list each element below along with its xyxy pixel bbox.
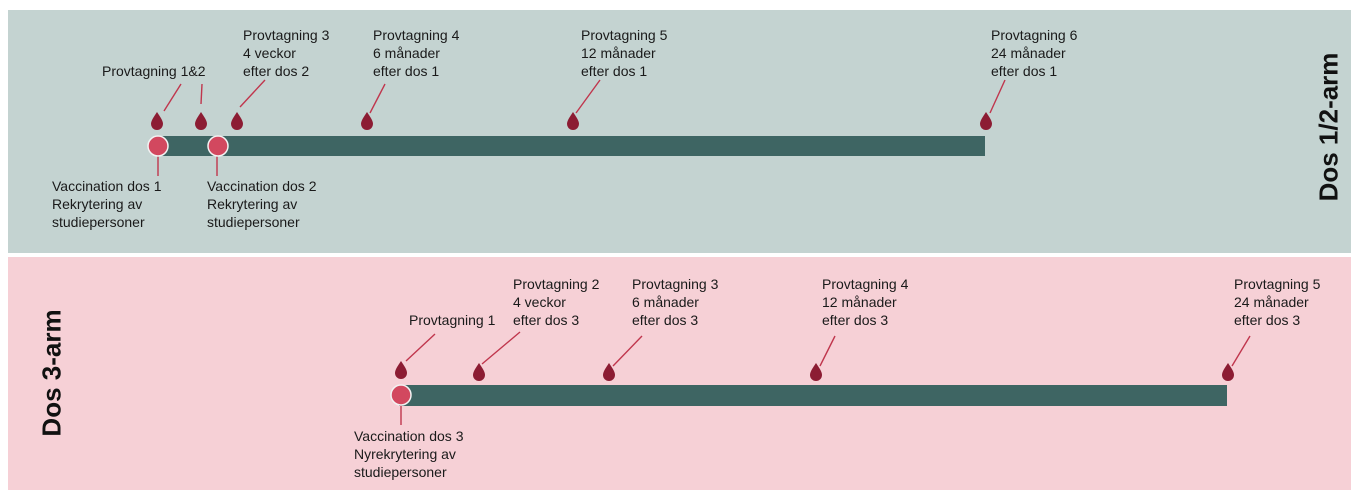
label-line: Provtagning 1&2 (102, 63, 206, 79)
blood-drop-icon (395, 361, 407, 379)
timeline-bar-dos-1-2 (155, 136, 985, 156)
sample-label-provtagning-4-dos-3: Provtagning 4 12 månader efter dos 3 (822, 275, 908, 329)
label-line: Nyrekrytering av (354, 446, 456, 462)
blood-drop-icon (603, 363, 615, 381)
dos-3-arm-panel (8, 257, 1351, 490)
vaccination-circle-icon (207, 135, 229, 157)
leader-line (481, 331, 521, 365)
blood-drop-icon (473, 363, 485, 381)
blood-drop-icon (567, 112, 579, 130)
dos-1-2-arm-panel (8, 10, 1351, 253)
label-line: Provtagning 5 (1234, 276, 1321, 292)
label-line: efter dos 2 (243, 63, 310, 79)
label-line: 12 månader (822, 294, 897, 310)
blood-drop-icon (810, 363, 822, 381)
leader-line (369, 83, 386, 114)
leader-line (200, 83, 203, 105)
label-line: efter dos 3 (822, 312, 889, 328)
sample-label-provtagning-6: Provtagning 6 24 månader efter dos 1 (991, 26, 1077, 80)
timeline-bar-dos-3 (399, 385, 1227, 406)
vaccination-circle-icon (390, 384, 412, 406)
label-line: 6 månader (373, 45, 440, 61)
label-line: Provtagning 1 (409, 312, 496, 328)
label-line: efter dos 3 (632, 312, 699, 328)
label-line: Provtagning 4 (822, 276, 909, 292)
sample-label-provtagning-5-dos-3: Provtagning 5 24 månader efter dos 3 (1234, 275, 1320, 329)
label-line: Rekrytering av (207, 196, 298, 212)
label-line: 24 månader (991, 45, 1066, 61)
label-line: Provtagning 3 (632, 276, 719, 292)
label-line: 12 månader (581, 45, 656, 61)
leader-line (989, 79, 1006, 114)
label-line: efter dos 3 (513, 312, 580, 328)
label-line: 6 månader (632, 294, 699, 310)
leader-line (1231, 335, 1251, 367)
vaccination-circle-icon (147, 135, 169, 157)
label-line: Vaccination dos 3 (354, 428, 464, 444)
leader-line (819, 335, 836, 367)
leader-line (575, 79, 601, 114)
label-line: Provtagning 5 (581, 27, 668, 43)
label-line: Vaccination dos 1 (52, 178, 162, 194)
label-line: efter dos 3 (1234, 312, 1301, 328)
label-line: studiepersoner (354, 464, 447, 480)
label-line: efter dos 1 (581, 63, 648, 79)
sample-label-provtagning-3-dos-3: Provtagning 3 6 månader efter dos 3 (632, 275, 718, 329)
sample-label-provtagning-1: Provtagning 1 (409, 311, 495, 329)
leader-line (239, 79, 266, 108)
blood-drop-icon (361, 112, 373, 130)
blood-drop-icon (1222, 363, 1234, 381)
label-line: efter dos 1 (991, 63, 1058, 79)
label-line: Vaccination dos 2 (207, 178, 317, 194)
leader-line (405, 333, 436, 362)
leader-line (612, 335, 643, 367)
sample-label-provtagning-1-2: Provtagning 1&2 (102, 62, 206, 80)
sample-label-provtagning-4: Provtagning 4 6 månader efter dos 1 (373, 26, 459, 80)
sample-label-provtagning-5: Provtagning 5 12 månader efter dos 1 (581, 26, 667, 80)
label-line: 4 veckor (513, 294, 566, 310)
label-line: Provtagning 4 (373, 27, 460, 43)
label-line: studiepersoner (207, 214, 300, 230)
label-line: studiepersoner (52, 214, 145, 230)
blood-drop-icon (231, 112, 243, 130)
leader-line (163, 83, 182, 112)
label-line: Provtagning 2 (513, 276, 600, 292)
blood-drop-icon (195, 112, 207, 130)
label-line: Provtagning 3 (243, 27, 330, 43)
label-line: efter dos 1 (373, 63, 440, 79)
label-line: Rekrytering av (52, 196, 143, 212)
sample-label-provtagning-2: Provtagning 2 4 veckor efter dos 3 (513, 275, 599, 329)
blood-drop-icon (151, 112, 163, 130)
vaccination-label-dos-1: Vaccination dos 1 Rekrytering av studiep… (52, 177, 161, 231)
label-line: 24 månader (1234, 294, 1309, 310)
vaccination-label-dos-3: Vaccination dos 3 Nyrekrytering av studi… (354, 427, 463, 481)
blood-drop-icon (980, 112, 992, 130)
label-line: 4 veckor (243, 45, 296, 61)
sample-label-provtagning-3: Provtagning 3 4 veckor efter dos 2 (243, 26, 329, 80)
label-line: Provtagning 6 (991, 27, 1078, 43)
vaccination-label-dos-2: Vaccination dos 2 Rekrytering av studiep… (207, 177, 316, 231)
